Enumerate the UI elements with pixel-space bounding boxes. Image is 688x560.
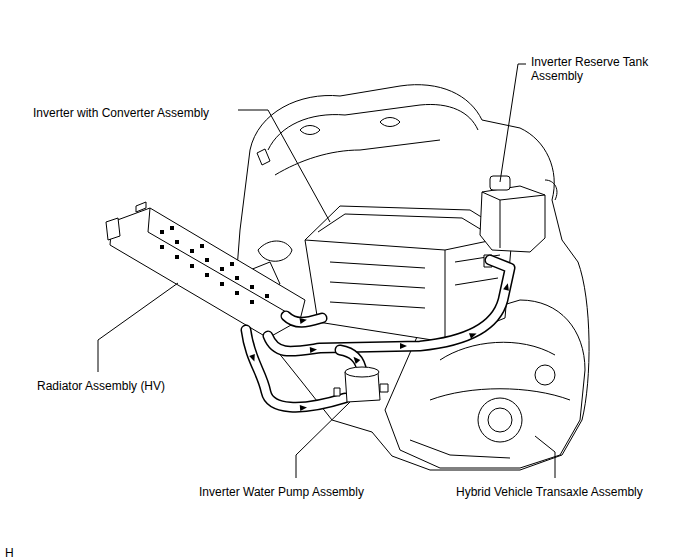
part-label-holder: Inverter with Converter Assembly [32, 103, 210, 121]
part-label: H [4, 546, 15, 560]
part-label: Radiator Assembly (HV) [36, 379, 166, 393]
part-label: Inverter with Converter Assembly [32, 106, 210, 120]
part-label: Inverter Water Pump Assembly [198, 485, 365, 499]
part-label-holder: Inverter Reserve Tank Assembly [530, 55, 670, 84]
part-label-holder: Inverter Water Pump Assembly [198, 482, 365, 500]
part-label: Inverter Reserve Tank Assembly [530, 55, 670, 83]
part-label: Hybrid Vehicle Transaxle Assembly [455, 485, 644, 499]
part-label-holder: Radiator Assembly (HV) [36, 376, 166, 394]
part-label-holder: H [4, 543, 15, 560]
part-label-holder: Hybrid Vehicle Transaxle Assembly [455, 482, 644, 500]
